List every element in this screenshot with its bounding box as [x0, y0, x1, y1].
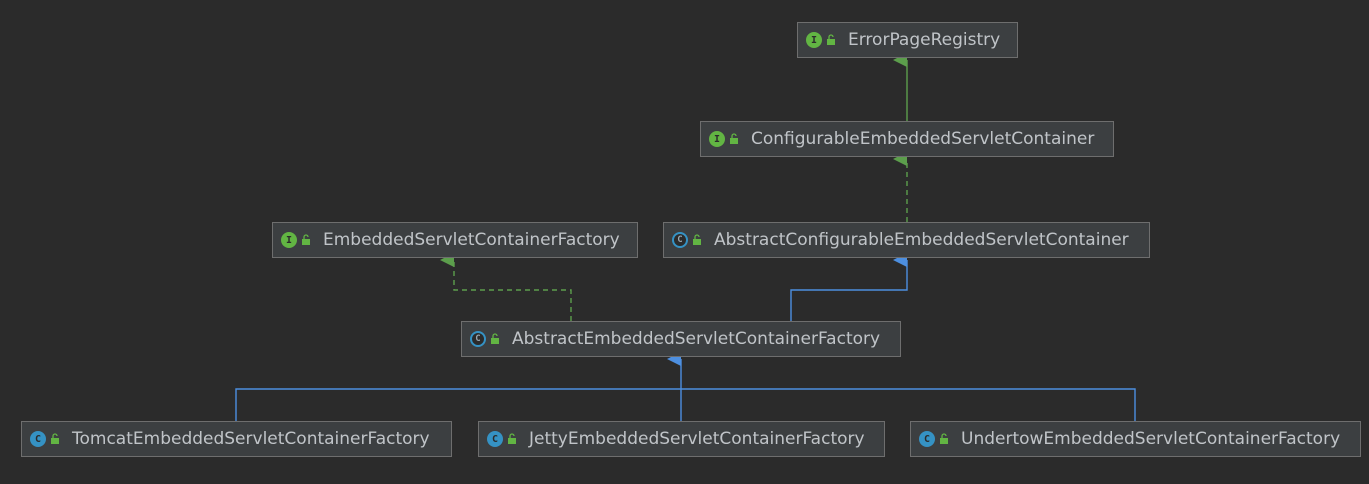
node-tomcat-embedded-servlet-container-factory[interactable]: C TomcatEmbeddedServletContainerFactory — [21, 421, 452, 457]
class-icon: C — [487, 431, 503, 447]
node-label: JettyEmbeddedServletContainerFactory — [529, 429, 865, 449]
edge-undertow-to-abstractfactory — [681, 388, 1136, 421]
edge-tomcat-to-abstractfactory — [235, 388, 681, 421]
node-undertow-embedded-servlet-container-factory[interactable]: C UndertowEmbeddedServletContainerFactor… — [910, 421, 1361, 457]
node-label: EmbeddedServletContainerFactory — [323, 230, 620, 250]
node-label: AbstractEmbeddedServletContainerFactory — [512, 329, 881, 349]
interface-icon: I — [281, 232, 297, 248]
node-label: TomcatEmbeddedServletContainerFactory — [72, 429, 430, 449]
node-jetty-embedded-servlet-container-factory[interactable]: C JettyEmbeddedServletContainerFactory — [478, 421, 885, 457]
edge-abstractfactory-to-abstractconfigurable — [790, 253, 908, 321]
public-unlock-icon — [302, 234, 310, 245]
node-abstract-embedded-servlet-container-factory[interactable]: C AbstractEmbeddedServletContainerFactor… — [461, 321, 901, 357]
abstract-class-icon: C — [470, 331, 486, 347]
node-label: ErrorPageRegistry — [848, 30, 1001, 50]
interface-icon: I — [806, 32, 822, 48]
public-unlock-icon — [827, 34, 835, 45]
node-embedded-servlet-container-factory[interactable]: I EmbeddedServletContainerFactory — [272, 222, 638, 258]
interface-icon: I — [709, 131, 725, 147]
public-unlock-icon — [730, 133, 738, 144]
public-unlock-icon — [491, 333, 499, 344]
public-unlock-icon — [940, 433, 948, 444]
public-unlock-icon — [508, 433, 516, 444]
node-abstract-configurable-embedded-servlet-container[interactable]: C AbstractConfigurableEmbeddedServletCon… — [663, 222, 1150, 258]
class-icon: C — [30, 431, 46, 447]
edge-abstractfactory-to-factoryinterface — [440, 253, 572, 321]
node-error-page-registry[interactable]: I ErrorPageRegistry — [797, 22, 1018, 58]
abstract-class-icon: C — [672, 232, 688, 248]
node-label: ConfigurableEmbeddedServletContainer — [751, 129, 1095, 149]
node-configurable-embedded-servlet-container[interactable]: I ConfigurableEmbeddedServletContainer — [700, 121, 1114, 157]
class-icon: C — [919, 431, 935, 447]
node-label: UndertowEmbeddedServletContainerFactory — [961, 429, 1341, 449]
node-label: AbstractConfigurableEmbeddedServletConta… — [714, 230, 1129, 250]
public-unlock-icon — [51, 433, 59, 444]
public-unlock-icon — [693, 234, 701, 245]
